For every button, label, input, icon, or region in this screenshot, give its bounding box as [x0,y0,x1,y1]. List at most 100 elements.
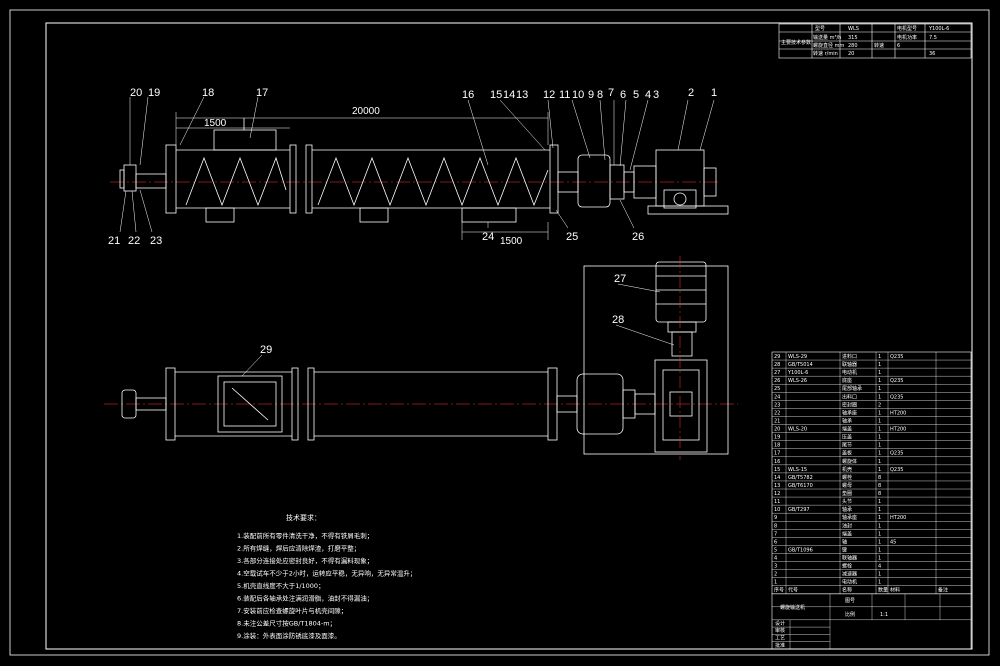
bom-cell: 5 [774,547,777,553]
tp-r4-d: 36 [929,51,935,57]
note-item: 9.涂装：外表面涂防锈底漆及面漆。 [237,631,341,640]
bom-cell: Y100L-6 [787,370,808,376]
label-17: 17 [256,87,268,99]
tp-r4-a: 转速 r/min [813,50,838,57]
bom-cell: 8 [878,483,881,489]
bom-cell: 17 [774,451,780,457]
bom-cell: 1 [878,507,881,513]
bom-cell: WLS-15 [788,467,807,473]
bom-cell: 15 [774,467,780,473]
bom-cell: GB/T5782 [788,475,813,481]
bom-header-cell: 序号 [774,587,784,594]
bom-cell: GB/T5014 [788,362,813,368]
tp-r3-b: 280 [848,43,858,49]
bom-cell: 18 [774,443,780,449]
bom-cell: 螺母 [842,482,852,489]
bom-cell: 1 [878,515,881,521]
label-7: 7 [608,87,614,99]
bom-cell: GB/T6170 [788,483,813,489]
bom-cell: 出料口 [842,393,857,400]
bom-cell: 1 [878,370,881,376]
bom-cell: 3 [774,564,777,570]
label-29: 29 [260,344,272,356]
label-11: 11 [559,89,570,101]
plan-view [104,256,738,460]
sign-row-label: 批准 [775,642,785,649]
label-21: 21 [108,235,120,247]
label-27: 27 [614,273,626,285]
label-15: 15 [490,89,502,101]
bom-cell: WLS-26 [788,378,807,384]
bom-header-cell: 数量 [878,587,888,594]
bom-cell: 20 [774,427,780,433]
tp-r2-b: 315 [848,35,858,41]
scale-value: 1:1 [880,612,888,618]
bom-cell: 13 [774,483,780,489]
label-26: 26 [632,231,644,243]
bom-cell: HT200 [890,515,906,521]
bom-cell: 压盖 [842,434,852,441]
note-item: 4.空载试车不少于2小时，运转应平稳，无异响，无异常温升； [237,569,416,578]
bom-cell: 21 [774,418,780,424]
bom-cell: 1 [878,547,881,553]
bom-cell: 8 [878,491,881,497]
label-2: 2 [688,87,694,99]
bom-cell: 1 [878,378,881,384]
bom-cell: 4 [878,564,881,570]
bom-cell: 26 [774,378,780,384]
bom-header-cell: 备注 [938,587,948,594]
bom-header-cell: 代号 [788,587,798,594]
bom-cell: 机壳 [842,466,852,473]
bom-cell: 28 [774,362,780,368]
label-6: 6 [620,89,626,101]
label-12: 12 [543,89,555,101]
bom-cell: 轴承座 [842,409,857,416]
label-24: 24 [482,231,494,243]
side-dimensions [175,112,549,240]
leader-lines [119,96,715,233]
bom-cell: 1 [878,556,881,562]
title-block-frame [771,593,972,650]
bom-cell: 45 [890,539,896,545]
bom-cell: 1 [878,410,881,416]
label-8: 8 [597,89,603,101]
tp-r2-d: 7.5 [929,35,937,41]
bom-cell: 9 [774,515,777,521]
bom-cell: 螺栓 [842,474,852,481]
bom-cell: 油封 [842,522,852,529]
bom-cell: WLS-20 [788,427,807,433]
note-item: 3.各部分连接处应密封良好，不得有漏料现象； [237,556,373,565]
label-5: 5 [633,89,639,101]
bom-cell: Q235 [890,467,903,473]
label-25: 25 [566,231,578,243]
bom-cell: 14 [774,475,780,481]
bom-cell: 16 [774,459,780,465]
bom-cell: 电动机 [842,579,857,586]
bom-cell: 10 [774,507,780,513]
bom-cell: 轴承座 [842,514,857,521]
bom-cell: 1 [878,451,881,457]
outer-border [9,9,990,656]
bom-cell: 1 [878,531,881,537]
tp-r4-b: 20 [848,51,854,57]
notes-title: 技术要求： [286,513,321,522]
bom-cell: 密封圈 [842,401,857,408]
sign-row-label: 审核 [775,627,785,634]
bom-cell: 轴承 [842,417,852,424]
bom-cell: 端盖 [842,530,852,537]
label-23: 23 [150,235,162,247]
label-19: 19 [148,87,160,99]
scale-label: 比例 [845,611,855,618]
bom-cell: 1 [878,523,881,529]
bom-cell: 25 [774,386,780,392]
tp-r3-a: 螺旋直径 mm [813,42,844,49]
tp-r1-a: 型号 [815,25,825,32]
label-4: 4 [645,89,651,101]
bom-cell: 1 [878,386,881,392]
label-28: 28 [612,314,624,326]
bom-cell: 11 [774,499,780,505]
bom-cell: 1 [878,580,881,586]
bom-cell: 端盖 [842,426,852,433]
plan-leaders [241,283,675,377]
